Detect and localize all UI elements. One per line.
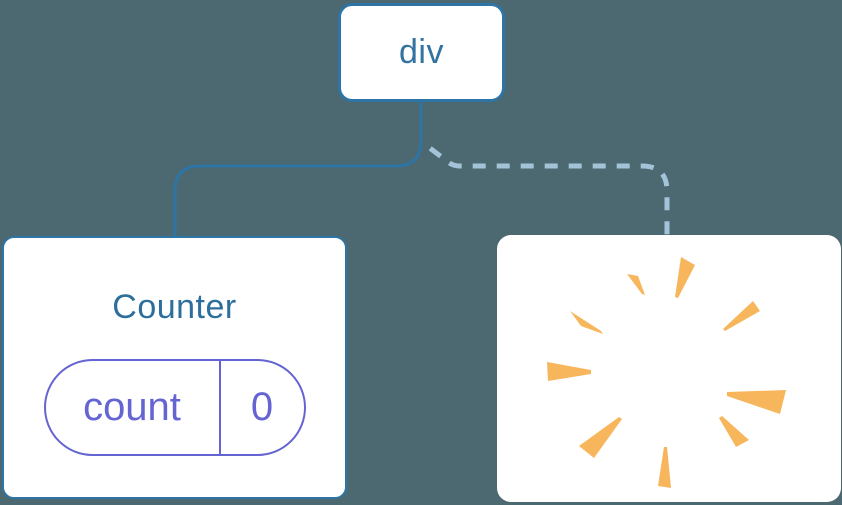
starburst-icon: [547, 257, 786, 488]
starburst-wedge: [658, 447, 671, 488]
starburst-wedge: [547, 362, 591, 381]
state-pill-value: 0: [250, 385, 274, 429]
counter-title: Counter: [112, 288, 237, 326]
node-removed: [497, 235, 841, 502]
starburst-wedges: [547, 257, 786, 488]
starburst-wedge: [675, 257, 695, 298]
starburst-wedge: [627, 274, 645, 295]
node-div-label: div: [399, 33, 444, 71]
state-pill-key: count: [83, 385, 181, 429]
starburst-wedge: [727, 390, 786, 414]
node-div: div: [338, 3, 505, 102]
starburst-wedge: [723, 301, 760, 331]
starburst-wedge: [719, 416, 749, 447]
starburst-wedge: [579, 417, 622, 458]
node-counter: Counter count 0: [2, 236, 347, 499]
connector-dashed: [425, 144, 670, 236]
connector-solid: [173, 100, 423, 237]
state-pill-divider: [218, 361, 221, 454]
starburst-wedge: [570, 311, 603, 334]
state-pill: count 0: [43, 359, 306, 456]
